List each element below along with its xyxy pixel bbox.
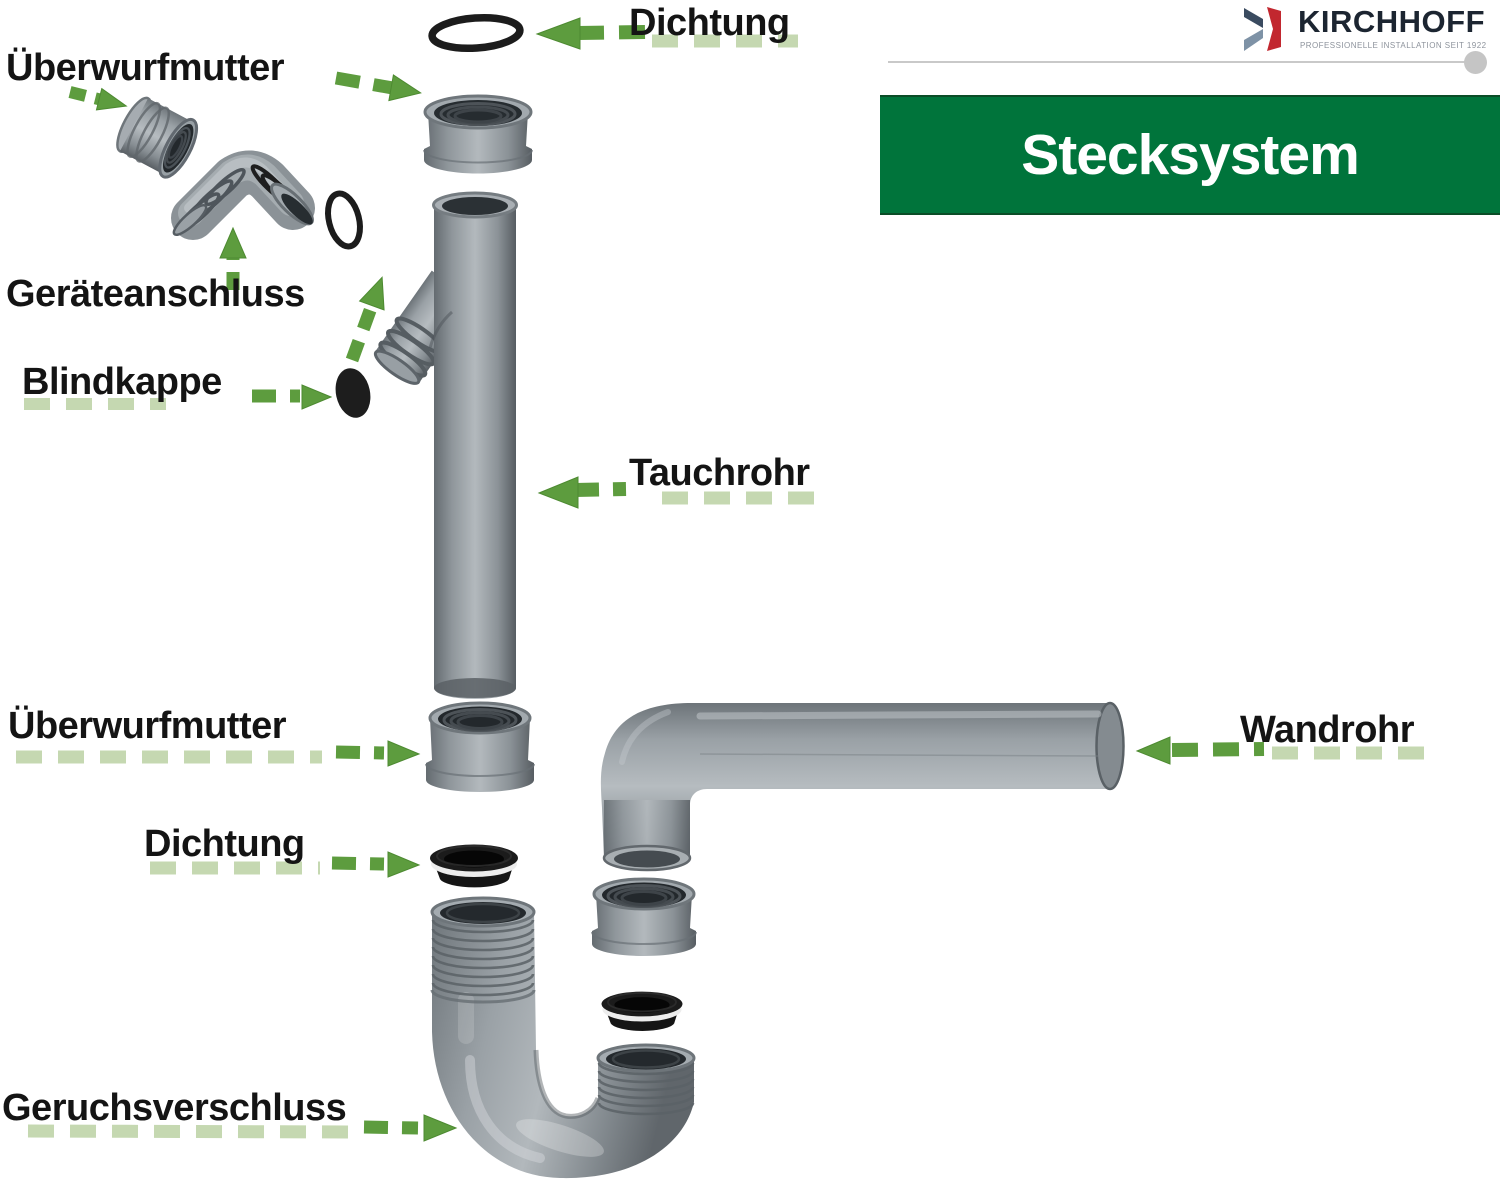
part-uberwurfmutter-bottom <box>425 701 535 792</box>
part-oring-top <box>428 13 524 53</box>
arrow-tauchrohr <box>537 476 822 509</box>
kirchhoff-logo-icon <box>1244 7 1281 51</box>
part-uberwurfmutter-top <box>116 96 199 179</box>
label-gerateanschluss: Geräteanschluss <box>6 273 305 315</box>
stecksystem-banner: Stecksystem <box>880 95 1500 215</box>
banner-title: Stecksystem <box>1021 123 1360 187</box>
arrow-dichtung-top <box>535 17 798 50</box>
part-wandrohr-pipe <box>600 701 1125 872</box>
part-uberwurfmutter-right <box>591 877 697 956</box>
arrow-gerateanschluss <box>219 226 247 290</box>
arrow-wandrohr <box>1135 736 1424 765</box>
label-blindkappe: Blindkappe <box>22 361 222 403</box>
arrow-dichtung-bottom <box>150 851 421 878</box>
brand-logo: KIRCHHOFF PROFESSIONELLE INSTALLATION SE… <box>1242 4 1498 56</box>
part-dichtung-seal-bottom <box>430 844 518 888</box>
brand-tagline: PROFESSIONELLE INSTALLATION SEIT 1922 <box>1300 41 1487 50</box>
arrow-blindkappe-to-branch <box>345 276 385 363</box>
arrow-uberwurfmutter-top-left <box>68 86 128 111</box>
label-wandrohr: Wandrohr <box>1240 709 1415 751</box>
part-tauchrohr-pipe <box>373 191 518 699</box>
arrow-blindkappe <box>24 384 333 410</box>
part-dichtung-seal-right <box>601 991 683 1031</box>
label-geruchsverschluss: Geruchsverschluss <box>2 1087 347 1129</box>
divider-end-dot <box>1464 51 1487 74</box>
part-blindkappe <box>335 368 371 418</box>
brand-name: KIRCHHOFF <box>1298 4 1486 39</box>
arrow-geruchsverschluss <box>27 1114 458 1142</box>
part-oring-small <box>325 190 363 250</box>
arrow-uberwurfmutter-top-right <box>334 71 422 102</box>
label-dichtung-bottom: Dichtung <box>144 823 305 865</box>
label-uberwurfmutter-top: Überwurfmutter <box>6 47 285 89</box>
header-divider-line <box>888 61 1468 63</box>
arrow-uberwurfmutter-bottom <box>16 740 421 767</box>
label-tauchrohr: Tauchrohr <box>629 452 810 494</box>
label-uberwurfmutter-bottom: Überwurfmutter <box>8 705 287 747</box>
part-geruchsverschluss-trap <box>430 896 696 1179</box>
part-threaded-bushing-top <box>423 94 533 174</box>
label-dichtung-top: Dichtung <box>629 2 790 44</box>
part-gerateanschluss-elbow <box>171 150 315 240</box>
